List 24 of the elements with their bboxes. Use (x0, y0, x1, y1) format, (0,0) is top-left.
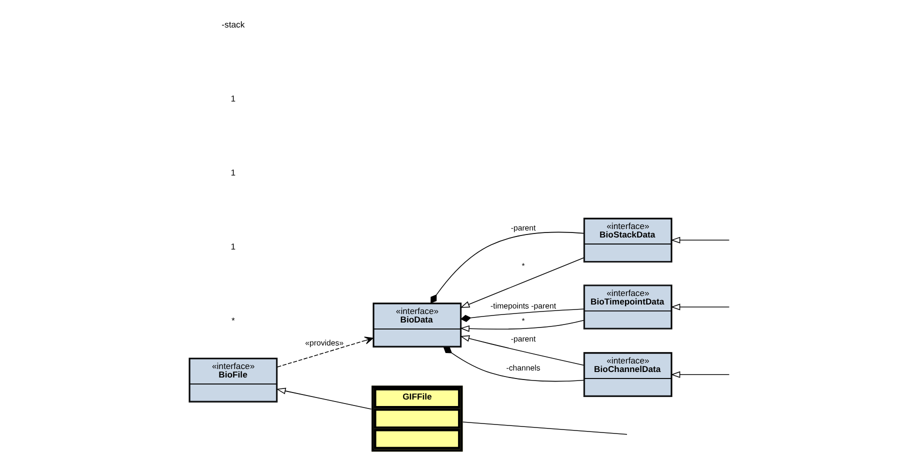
arrow (670, 236, 730, 244)
arrow (460, 257, 584, 308)
edge-label: * (521, 261, 524, 270)
connector (430, 232, 584, 304)
arrow (670, 371, 730, 378)
arrow (460, 335, 584, 366)
connector (442, 346, 584, 382)
label: 1 (230, 94, 236, 104)
edge-label: * (521, 316, 524, 326)
label: 1 (230, 168, 236, 178)
edge-label: -channels (506, 364, 540, 373)
arrow (460, 320, 584, 332)
edge-label: -parent (510, 224, 536, 233)
arrow (670, 304, 730, 310)
arrow (276, 336, 373, 368)
label: 1 (230, 241, 236, 252)
label: * (230, 315, 234, 326)
edge-label: -parent (510, 334, 536, 344)
connector (462, 422, 627, 435)
label: -stack (221, 20, 244, 30)
arrow (276, 388, 372, 410)
connector (460, 308, 584, 322)
edge-label: «provides» (304, 338, 344, 348)
edge-label: -timepoints -parent (490, 302, 556, 311)
